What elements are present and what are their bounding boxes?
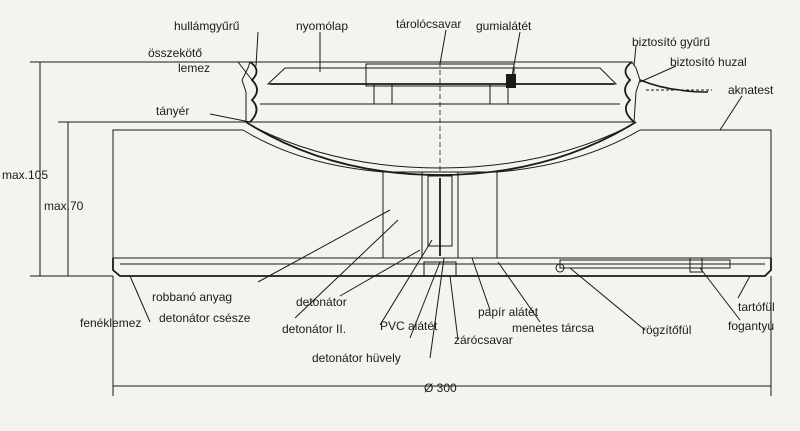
- label-hullamgyuru: hullámgyűrű: [174, 19, 240, 33]
- corrugated-ring-right: [624, 61, 635, 123]
- dim-max70-label: max.70: [44, 199, 84, 213]
- label-pvc-alatet: PVC alátét: [380, 319, 438, 333]
- corrugated-ring-left: [249, 61, 258, 123]
- label-osszekoto-1: összekötő: [148, 46, 202, 60]
- label-tartoful: tartófül: [738, 300, 775, 314]
- upper-housing: [241, 61, 641, 123]
- label-detonator: detonátor: [296, 295, 347, 309]
- label-nyomolap: nyomólap: [296, 19, 348, 33]
- label-robbano-anyag: robbanó anyag: [152, 290, 232, 304]
- label-menetes-tarcsa: menetes tárcsa: [512, 321, 594, 335]
- label-rogzitoful: rögzítőfül: [642, 323, 691, 337]
- label-biztosito-gyuru: biztosító gyűrű: [632, 35, 710, 49]
- label-gumialatet: gumialátét: [476, 19, 532, 33]
- label-detonator-csesze: detonátor csésze: [159, 311, 251, 325]
- label-biztosito-huzal: biztosító huzal: [670, 55, 747, 69]
- plate-dish: [245, 121, 637, 176]
- rubber-washer: [506, 74, 516, 88]
- safety-wire: [639, 79, 709, 93]
- dim-max105-label: max.105: [2, 168, 48, 182]
- label-detonator-ii: detonátor II.: [282, 322, 346, 336]
- label-osszekoto-2: lemez: [178, 61, 210, 75]
- explosive-body-left: [112, 129, 384, 259]
- label-tarolocsavar: tárolócsavar: [396, 17, 461, 31]
- label-papir-alatet: papír alátét: [478, 305, 539, 319]
- explosive-body-right: [496, 129, 772, 259]
- label-zarocsavar: zárócsavar: [454, 333, 513, 347]
- label-tanyer: tányér: [156, 104, 189, 118]
- dim-diameter-label: Ø 300: [424, 381, 457, 395]
- detonator-sleeve: [421, 171, 459, 259]
- label-aknatest: aknatest: [728, 83, 774, 97]
- label-detonator-huvely: detonátor hüvely: [312, 351, 401, 365]
- label-fenek-lemez: fenéklemez: [80, 316, 141, 330]
- label-fogantyu: fogantyú: [728, 319, 774, 333]
- leader-lines: [129, 29, 751, 359]
